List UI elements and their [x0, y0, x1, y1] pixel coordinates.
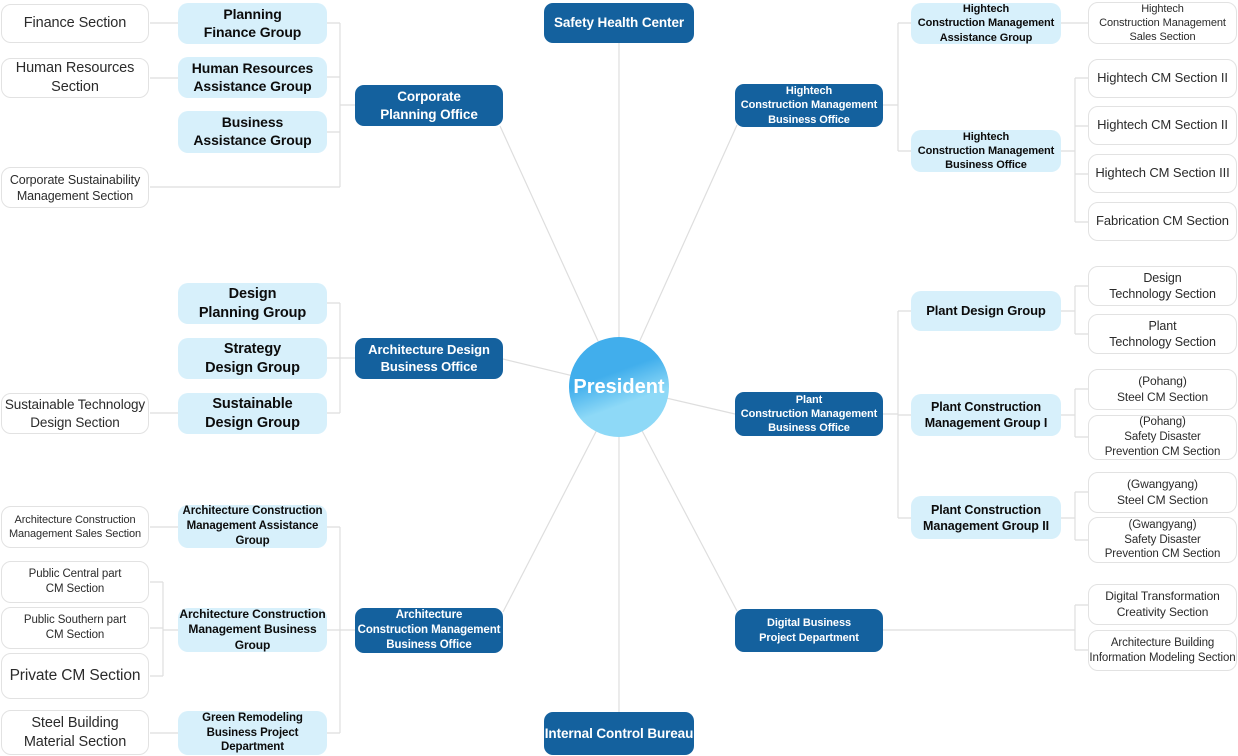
office-digital-business: Digital Business Project Department [735, 609, 883, 652]
section-gwangyang-steel-cm: (Gwangyang) Steel CM Section [1088, 472, 1237, 513]
section-sustainable-technology: Sustainable Technology Design Section [1, 393, 149, 434]
group-plant-design: Plant Design Group [911, 291, 1061, 331]
section-digital-transformation: Digital Transformation Creativity Sectio… [1088, 584, 1237, 625]
group-strategy-design: Strategy Design Group [178, 338, 327, 379]
digital-business-connectors [883, 604, 1088, 651]
section-arch-cm-sales: Architecture Construction Management Sal… [1, 506, 149, 548]
section-pohang-safety-cm: (Pohang) Safety Disaster Prevention CM S… [1088, 415, 1237, 460]
office-architecture-cm: Architecture Construction Management Bus… [355, 608, 503, 653]
section-public-southern-cm: Public Southern part CM Section [1, 607, 149, 649]
section-plant-technology: Plant Technology Section [1088, 314, 1237, 354]
plant-cm-connectors [883, 285, 1088, 541]
group-plant-cm-1: Plant Construction Management Group I [911, 394, 1061, 436]
section-human-resources: Human Resources Section [1, 58, 149, 98]
hightech-cm-connectors [883, 22, 1088, 223]
section-gwangyang-safety-cm: (Gwangyang) Safety Disaster Prevention C… [1088, 517, 1237, 563]
section-architecture-bim: Architecture Building Information Modeli… [1088, 630, 1237, 671]
section-pohang-steel-cm: (Pohang) Steel CM Section [1088, 369, 1237, 410]
group-hightech-business: Hightech Construction Management Busines… [911, 130, 1061, 172]
architecture-cm-connectors [150, 526, 355, 734]
section-design-technology: Design Technology Section [1088, 266, 1237, 306]
group-hr-assistance: Human Resources Assistance Group [178, 57, 327, 98]
group-arch-cm-business: Architecture Construction Management Bus… [178, 606, 327, 652]
section-public-central-cm: Public Central part CM Section [1, 561, 149, 603]
office-plant-cm: Plant Construction Management Business O… [735, 392, 883, 436]
section-corporate-sustainability: Corporate Sustainability Management Sect… [1, 167, 149, 208]
section-private-cm: Private CM Section [1, 653, 149, 699]
group-planning-finance: Planning Finance Group [178, 3, 327, 44]
section-hightech-cm-2b: Hightech CM Section II [1088, 106, 1237, 145]
architecture-design-connectors [150, 302, 355, 414]
president-circle: President [569, 337, 669, 437]
group-plant-cm-2: Plant Construction Management Group II [911, 496, 1061, 539]
group-sustainable-design: Sustainable Design Group [178, 393, 327, 434]
office-corporate-planning: Corporate Planning Office [355, 85, 503, 126]
office-safety-health-center: Safety Health Center [544, 3, 694, 43]
group-green-remodeling: Green Remodeling Business Project Depart… [178, 711, 327, 755]
section-steel-building-material: Steel Building Material Section [1, 710, 149, 755]
section-hightech-sales: Hightech Construction Management Sales S… [1088, 2, 1237, 44]
group-business-assistance: Business Assistance Group [178, 111, 327, 153]
office-internal-control-bureau: Internal Control Bureau [544, 712, 694, 755]
group-design-planning: Design Planning Group [178, 283, 327, 324]
office-architecture-design: Architecture Design Business Office [355, 338, 503, 379]
group-hightech-assistance: Hightech Construction Management Assista… [911, 3, 1061, 44]
section-hightech-cm-3: Hightech CM Section III [1088, 154, 1237, 193]
section-fabrication-cm: Fabrication CM Section [1088, 202, 1237, 241]
office-hightech-cm: Hightech Construction Management Busines… [735, 84, 883, 127]
section-hightech-cm-2a: Hightech CM Section II [1088, 59, 1237, 98]
group-arch-cm-assistance: Architecture Construction Management Ass… [178, 505, 327, 548]
corporate-planning-connectors [150, 22, 355, 188]
section-finance: Finance Section [1, 4, 149, 43]
